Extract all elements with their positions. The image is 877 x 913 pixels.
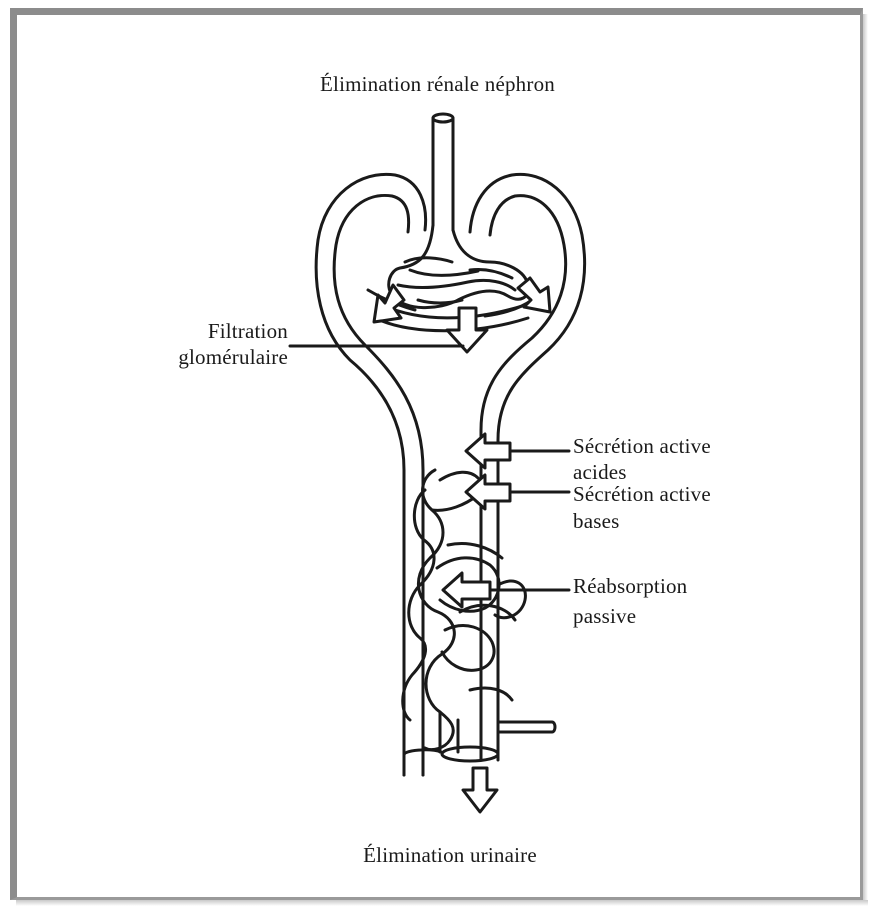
diagram-title: Élimination rénale néphron bbox=[255, 71, 620, 98]
label-secretion-acides-line1: Sécrétion active bbox=[573, 433, 711, 460]
label-reabsorption-line2: passive bbox=[573, 603, 636, 630]
peritubular-capillary bbox=[403, 470, 526, 752]
filtration-arrows bbox=[374, 278, 550, 352]
label-secretion-bases-line2: bases bbox=[573, 508, 620, 535]
afferent-arteriole bbox=[433, 114, 453, 230]
secretion-acides-arrow bbox=[466, 434, 510, 468]
urine-outflow-arrow bbox=[463, 768, 497, 812]
label-reabsorption-line1: Réabsorption bbox=[573, 573, 687, 600]
footer-label: Élimination urinaire bbox=[300, 842, 600, 869]
reabsorption-arrow bbox=[443, 573, 490, 607]
label-secretion-bases-line1: Sécrétion active bbox=[573, 481, 711, 508]
secretion-bases-arrow bbox=[466, 475, 510, 509]
label-filtration-line2: glomérulaire bbox=[120, 344, 288, 371]
label-filtration-line1: Filtration bbox=[120, 318, 288, 345]
